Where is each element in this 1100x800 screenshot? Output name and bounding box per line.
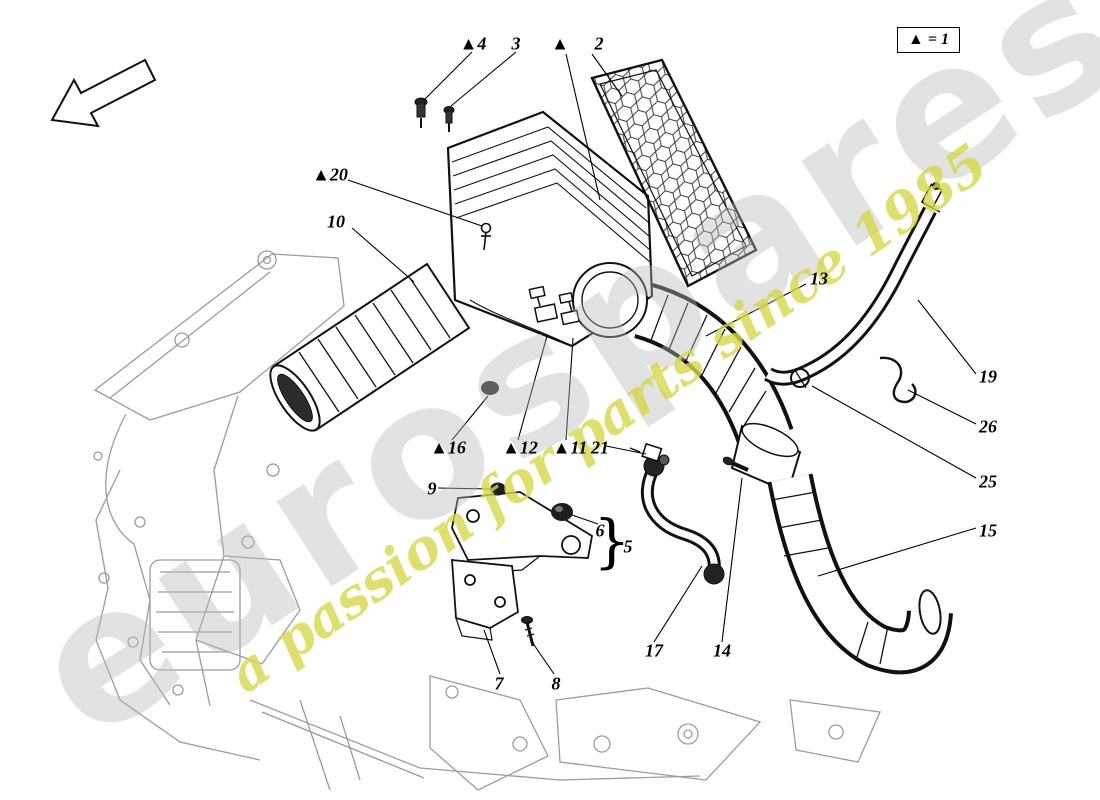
leader-line xyxy=(591,53,623,97)
leader-line xyxy=(483,629,501,675)
callout-17[interactable]: 17 xyxy=(645,640,663,661)
leader-line xyxy=(437,487,491,490)
maf-sensor-parts-11-12 xyxy=(528,285,580,326)
breather-pipe-part-19 xyxy=(764,182,944,386)
leader-line xyxy=(907,389,977,425)
elbow-hose-part-15 xyxy=(767,473,953,675)
leader-line xyxy=(571,514,599,525)
callout-4[interactable]: ▲4 xyxy=(459,33,487,54)
callout-3[interactable]: 3 xyxy=(511,33,521,54)
intake-duct-part-10 xyxy=(269,262,471,432)
air-cleaner-housing xyxy=(446,110,654,348)
leader-line xyxy=(817,527,977,577)
callout-9[interactable]: 9 xyxy=(427,478,437,499)
leader-line xyxy=(721,477,743,643)
leader-line xyxy=(565,337,574,441)
callout-19[interactable]: 19 xyxy=(979,366,997,387)
callout-6[interactable]: 6 xyxy=(595,520,605,541)
bracket-part-7 xyxy=(451,558,519,641)
orientation-arrow xyxy=(50,58,157,128)
leader-line xyxy=(423,51,473,101)
leader-line xyxy=(605,445,647,455)
bolts-parts-3-4 xyxy=(414,97,455,132)
callout-21[interactable]: 21 xyxy=(591,437,609,458)
callout-11[interactable]: ▲11 xyxy=(552,437,588,458)
grommets-parts-16-9-6 xyxy=(481,381,573,521)
chassis-frame xyxy=(93,250,881,791)
leader-line xyxy=(917,299,977,375)
leader-line xyxy=(347,179,483,227)
leader-lines xyxy=(347,51,977,675)
air-filter-element-part-2 xyxy=(590,58,758,288)
callout-7[interactable]: 7 xyxy=(494,673,504,694)
callout-26[interactable]: 26 xyxy=(979,416,997,437)
callout-10[interactable]: 10 xyxy=(327,211,345,232)
leader-line xyxy=(811,385,977,479)
legend-text: ▲ = 1 xyxy=(908,31,949,48)
callout-13[interactable]: 13 xyxy=(810,268,828,289)
leader-line xyxy=(705,283,807,337)
callout-2-triangle[interactable]: ▲ xyxy=(551,33,569,54)
leader-line xyxy=(653,565,703,643)
leader-line xyxy=(531,641,555,675)
duct-ribs xyxy=(298,277,451,413)
screw-part-20 xyxy=(480,222,492,251)
clamp-part-25 xyxy=(790,368,810,389)
hose-ribs xyxy=(771,491,889,665)
screw-part-8 xyxy=(521,616,535,647)
duct-ribs xyxy=(649,294,767,433)
leader-line xyxy=(450,51,517,107)
clip-part-26 xyxy=(879,356,917,404)
leader-line xyxy=(351,227,415,283)
callout-5[interactable]: 5 xyxy=(623,536,633,557)
callout-8[interactable]: 8 xyxy=(551,673,561,694)
corrugated-duct-part-13 xyxy=(633,282,794,448)
sensor-part-21 xyxy=(629,442,670,466)
callout-2[interactable]: 2 xyxy=(594,33,604,54)
hose-part-17 xyxy=(640,455,725,585)
callout-15[interactable]: 15 xyxy=(979,520,997,541)
leader-line xyxy=(565,53,601,201)
callout-group-brace: } xyxy=(593,507,631,575)
callout-16[interactable]: ▲16 xyxy=(430,437,466,458)
assembly-legend: ▲ = 1 xyxy=(897,27,960,53)
callout-14[interactable]: 14 xyxy=(713,640,731,661)
callout-25[interactable]: 25 xyxy=(979,471,997,492)
leader-line xyxy=(517,335,548,441)
callout-12[interactable]: ▲12 xyxy=(502,437,538,458)
callout-20[interactable]: ▲20 xyxy=(312,164,348,185)
leader-line xyxy=(451,395,489,441)
